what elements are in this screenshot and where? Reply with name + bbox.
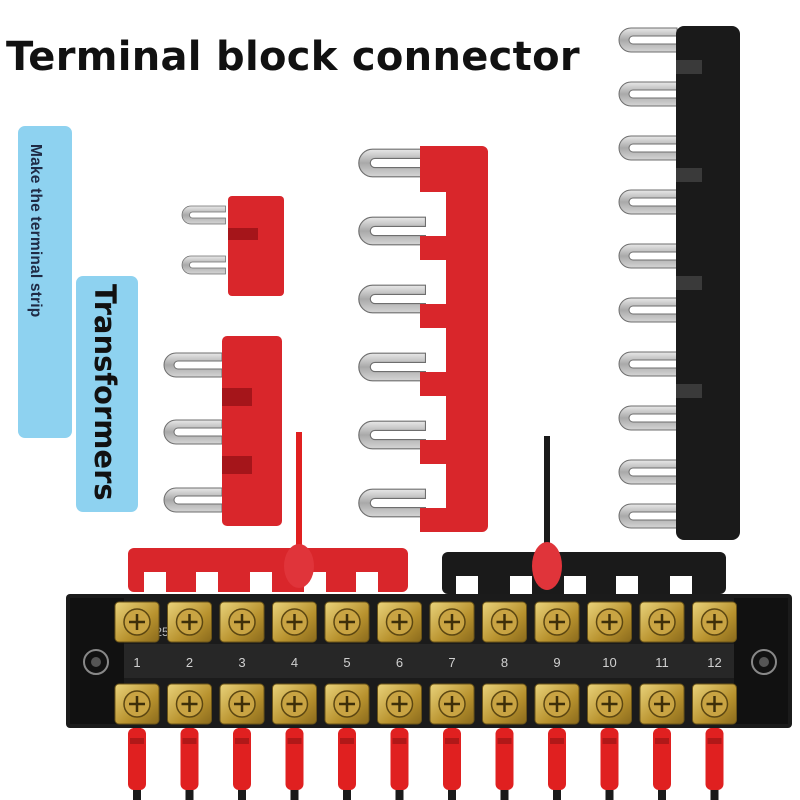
fork-terminal-icon (618, 189, 678, 215)
screw-icon (639, 683, 685, 725)
output-wire (653, 726, 671, 800)
output-wire (390, 726, 409, 800)
fork-terminal-icon (181, 205, 226, 225)
screw-rows (114, 601, 737, 725)
screw-icon (167, 601, 212, 643)
fork-terminal-icon (163, 352, 222, 378)
feature-label-large-text: Transformers (88, 284, 122, 501)
fork-terminal-icon (358, 488, 426, 518)
output-wire (285, 726, 304, 800)
fork-terminal-icon (618, 405, 678, 431)
output-wire (180, 726, 199, 800)
fork-terminal-icon (618, 81, 678, 107)
fork-terminal-icon (358, 216, 426, 246)
screw-icon (219, 683, 265, 725)
feature-label-small-text: Make the terminal strip (27, 144, 44, 318)
feature-label-small: Make the terminal strip (18, 126, 72, 438)
screw-icon (219, 601, 265, 643)
fork-terminal-icon (618, 503, 678, 529)
screw-icon (377, 601, 422, 643)
screw-icon (429, 601, 475, 643)
screw-icon (534, 601, 580, 643)
feature-label-large: Transformers (76, 276, 138, 512)
output-wire (600, 726, 619, 800)
bridge-12-position (618, 26, 740, 540)
screw-icon (587, 601, 632, 643)
fork-terminal-icon (358, 352, 426, 382)
screw-icon (482, 683, 527, 725)
position-number: 7 (448, 655, 455, 670)
fork-terminal-icon (163, 419, 222, 445)
screw-icon (114, 601, 160, 643)
screw-icon (114, 683, 160, 725)
position-number: 8 (501, 655, 508, 670)
screw-icon (482, 601, 527, 643)
screw-icon (534, 683, 580, 725)
input-wire-black (544, 436, 550, 552)
screw-icon (429, 683, 475, 725)
bridge-2-position (181, 196, 284, 296)
input-wire-red (296, 432, 302, 552)
fork-terminal-icon (618, 135, 678, 161)
position-number: 5 (343, 655, 350, 670)
position-number: 3 (238, 655, 245, 670)
fork-terminal-icon (618, 243, 678, 269)
fork-terminal-icon (618, 459, 678, 485)
position-number: 10 (602, 655, 616, 670)
position-number: 11 (655, 655, 669, 670)
position-number: 9 (553, 655, 560, 670)
output-wire (705, 726, 724, 800)
position-number: 1 (133, 655, 140, 670)
output-wire (233, 726, 251, 800)
screw-icon (692, 601, 737, 643)
screw-icon (324, 683, 370, 725)
fork-terminal-icon (181, 255, 226, 275)
position-number: 12 (707, 655, 721, 670)
fork-terminal-icon (358, 284, 426, 314)
screw-icon (639, 601, 685, 643)
screw-icon (587, 683, 632, 725)
bridge-3-position (163, 336, 282, 526)
output-wires (128, 726, 724, 800)
position-number: 6 (396, 655, 403, 670)
screw-icon (324, 601, 370, 643)
screw-icon (167, 683, 212, 725)
position-number: 2 (186, 655, 193, 670)
output-wire (443, 726, 461, 800)
output-wire (338, 726, 356, 800)
screw-icon (272, 683, 317, 725)
fork-terminal-icon (358, 148, 426, 178)
output-wire (548, 726, 566, 800)
fork-terminal-icon (163, 487, 222, 513)
fork-terminal-icon (618, 297, 678, 323)
fork-terminal-icon (618, 27, 678, 53)
output-wire (128, 726, 146, 800)
screw-icon (692, 683, 737, 725)
bridge-6-position (358, 146, 488, 532)
screw-icon (377, 683, 422, 725)
fork-terminal-icon (618, 351, 678, 377)
page-title: Terminal block connector (6, 34, 580, 80)
position-number: 4 (291, 655, 298, 670)
fork-terminal-icon (358, 420, 426, 450)
screw-icon (272, 601, 317, 643)
output-wire (495, 726, 514, 800)
